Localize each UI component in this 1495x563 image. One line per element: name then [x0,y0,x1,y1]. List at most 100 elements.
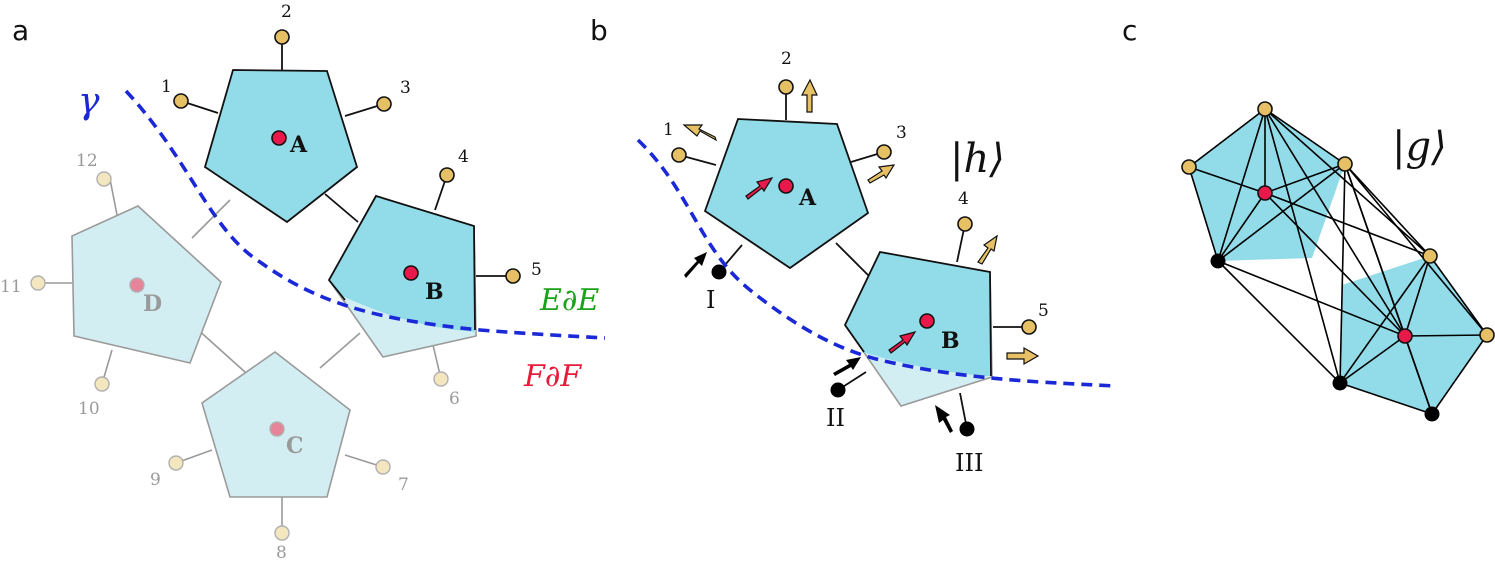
b-leg-dot-5 [1021,319,1037,335]
vertex-y1 [1257,101,1273,117]
b-leg-number-1: 1 [663,120,674,140]
vertex-k3 [1424,406,1440,422]
b-leg-dot-3 [876,144,892,160]
panel-a: a [0,2,606,563]
red-arrows [745,177,917,354]
region-label-f: F∂F [523,359,582,394]
vertex-k1 [1210,253,1226,269]
cut-label-ii: II [826,404,845,432]
vertex-y5 [1479,327,1495,343]
panel-b-label: b [590,14,608,47]
ket-h: |h⟩ [950,136,1005,182]
b-leg-dot-2 [778,79,794,95]
yellow-arrow-1-icon [682,124,718,142]
red-arrow-a-icon [745,177,774,200]
leg-number-12: 12 [76,151,98,171]
leg-dot-9 [168,455,184,471]
leg-number-2: 2 [281,2,292,22]
leg-number-1: 1 [161,77,172,97]
cut-curve-gamma [124,89,606,340]
yellow-arrow-4-icon [977,234,998,265]
black-arrow-iii-icon [935,405,953,433]
vertex-r2 [1397,328,1413,344]
cut-dot-ii [830,382,846,398]
vertex-y2 [1181,159,1197,175]
leg-number-6: 6 [449,389,460,409]
panel-b: b [590,14,1116,477]
leg-dot-6 [433,371,449,387]
tensor-b-solid-outline [327,194,476,331]
center-dot-a [271,130,287,146]
leg-dot-1 [173,93,189,109]
center-dot-b [403,265,419,281]
leg-number-9: 9 [150,470,161,490]
vertex-y3 [1337,156,1353,172]
leg-dots-solid [173,29,521,284]
red-arrow-b-icon [888,331,917,354]
leg-number-4: 4 [458,147,469,167]
node-label-d: D [143,291,162,317]
panel-b-leg-dots [671,79,1037,335]
b-center-dot-b [919,313,935,329]
leg-number-3: 3 [400,78,411,98]
yellow-arrows [682,78,1040,366]
cut-label-iii: III [955,449,983,477]
center-dot-d [129,277,145,293]
leg-dot-3 [376,96,392,112]
black-arrows [684,252,953,433]
panel-c: c [1122,14,1495,422]
b-leg-dot-1 [671,147,687,163]
graph-region-top [1189,109,1345,261]
curve-label-gamma: γ [78,81,100,122]
leg-number-11: 11 [0,277,22,297]
yellow-arrow-5-icon [1006,346,1040,366]
leg-dot-12 [96,171,112,187]
node-label-c: C [286,433,304,459]
ket-g: |g⟩ [1392,124,1447,170]
yellow-arrow-3-icon [867,164,896,184]
node-label-a: A [289,132,308,158]
leg-dot-4 [439,167,455,183]
black-arrow-ii-icon [833,357,861,376]
leg-dot-7 [375,459,391,475]
leg-dot-8 [274,525,290,541]
leg-dots-faint [30,171,449,541]
region-label-e: E∂E [539,283,599,318]
vertex-k2 [1332,375,1348,391]
leg-dot-2 [274,29,290,45]
cut-label-i: I [706,286,715,314]
leg-number-10: 10 [78,399,100,419]
graph-vertices-red [1257,185,1413,344]
tensor-d [71,205,222,364]
node-label-b: B [425,279,444,305]
b-node-label-a: A [798,185,817,211]
leg-number-7: 7 [398,475,409,495]
graph-vertices-yellow [1181,101,1495,343]
panel-b-cut-dots [711,264,975,437]
b-node-label-b: B [941,328,960,354]
panel-c-label: c [1122,14,1137,47]
graph-vertices-black [1210,253,1440,422]
tensor-a [203,69,359,224]
b-leg-number-5: 5 [1038,301,1049,321]
cut-dot-i [711,264,727,280]
leg-number-8: 8 [276,543,287,563]
cut-curve-b [636,138,1116,388]
leg-dot-10 [94,376,110,392]
graph-edges [1188,108,1488,415]
b-leg-number-4: 4 [958,189,969,209]
graph-region-bottom [1340,256,1487,414]
center-dot-c [269,421,285,437]
cut-dot-iii [959,421,975,437]
b-leg-number-2: 2 [781,49,792,69]
vertex-y4 [1422,248,1438,264]
tensor-b-solid-part [329,196,476,332]
tensor-b-b-solid-outline [843,250,992,377]
black-arrow-i-icon [684,252,707,278]
panel-a-label: a [12,14,29,47]
b-leg-dot-4 [957,216,973,232]
leg-dot-5 [505,268,521,284]
vertex-r1 [1257,185,1273,201]
b-center-dot-a [778,178,794,194]
